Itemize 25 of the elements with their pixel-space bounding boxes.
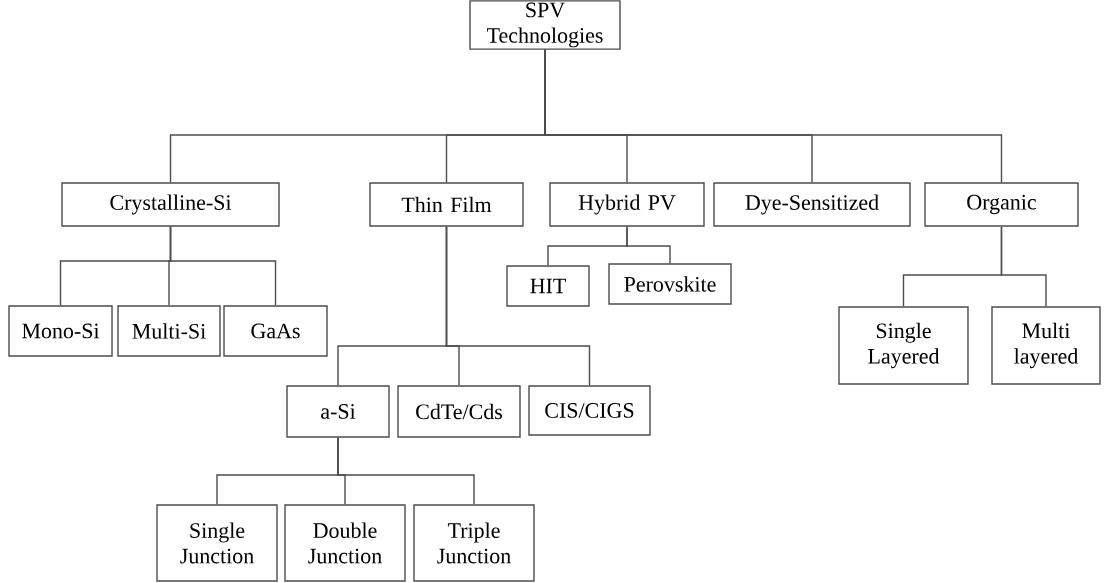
category-box: Perovskite (608, 263, 732, 305)
category-box: SPV Technologies (469, 0, 621, 50)
category-box: Multi-Si (117, 305, 221, 357)
category-box: Thin Film (369, 182, 524, 227)
connector-line (544, 49, 1003, 183)
connector-line (445, 226, 591, 386)
category-box: Dye-Sensitized (713, 182, 911, 227)
connector-line (1000, 226, 1047, 307)
category-box: a-Si (286, 385, 390, 438)
category-box: Single Junction (156, 504, 278, 582)
category-box: HIT (506, 265, 590, 307)
category-box: Organic (924, 182, 1079, 227)
category-box: Double Junction (284, 504, 406, 582)
category-box: Multi layered (991, 306, 1101, 385)
category-box: Mono-Si (8, 305, 113, 357)
category-box: CdTe/Cds (397, 385, 521, 438)
category-box: Crystalline-Si (61, 182, 280, 227)
connector-line (626, 226, 671, 264)
connector-line (337, 437, 475, 505)
category-box: CIS/CIGS (528, 385, 651, 436)
category-box: Triple Junction (413, 504, 535, 582)
category-box: Single Layered (838, 306, 969, 385)
category-box: Hybrid PV (549, 182, 705, 227)
connector-line (169, 226, 277, 306)
category-box: GaAs (223, 305, 328, 357)
